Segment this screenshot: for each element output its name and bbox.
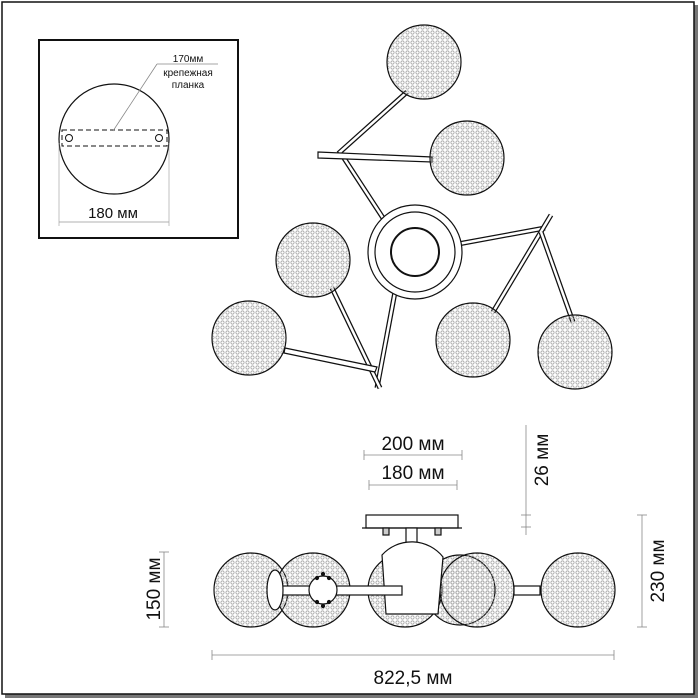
bracket-length-label: 170мм	[173, 54, 204, 65]
top-view	[211, 24, 613, 390]
canopy-inner-label: 180 мм	[381, 463, 444, 484]
globe	[537, 314, 613, 390]
globe	[386, 24, 462, 100]
bracket-label: планка	[172, 80, 205, 91]
arm	[513, 585, 541, 596]
arm	[283, 347, 378, 373]
globe-height-label: 150 мм	[144, 557, 165, 620]
total-width-label: 822,5 мм	[374, 668, 453, 689]
globe	[439, 552, 515, 628]
screw-hole	[155, 134, 163, 142]
canopy	[365, 514, 459, 529]
globe	[429, 120, 505, 196]
screw-hole	[65, 134, 73, 142]
side-view-dimensions	[159, 425, 647, 660]
globe	[211, 300, 287, 376]
canopy-diameter-label: 180 мм	[88, 205, 138, 222]
leader-line	[112, 63, 158, 132]
canopy-outer-label: 200 мм	[381, 434, 444, 455]
mounting-inset: 170мм крепежная планка 180 мм	[38, 39, 239, 239]
arm	[281, 585, 403, 596]
canopy-circle	[58, 83, 170, 195]
globe	[540, 552, 616, 628]
mounting-bracket	[61, 129, 168, 147]
center-hub	[381, 541, 444, 615]
globe	[275, 222, 351, 298]
globe	[435, 302, 511, 378]
bracket-label: крепежная	[163, 68, 213, 79]
side-view	[213, 514, 616, 628]
total-height-label: 230 мм	[648, 539, 669, 602]
canopy-height-label: 26 мм	[532, 434, 553, 487]
